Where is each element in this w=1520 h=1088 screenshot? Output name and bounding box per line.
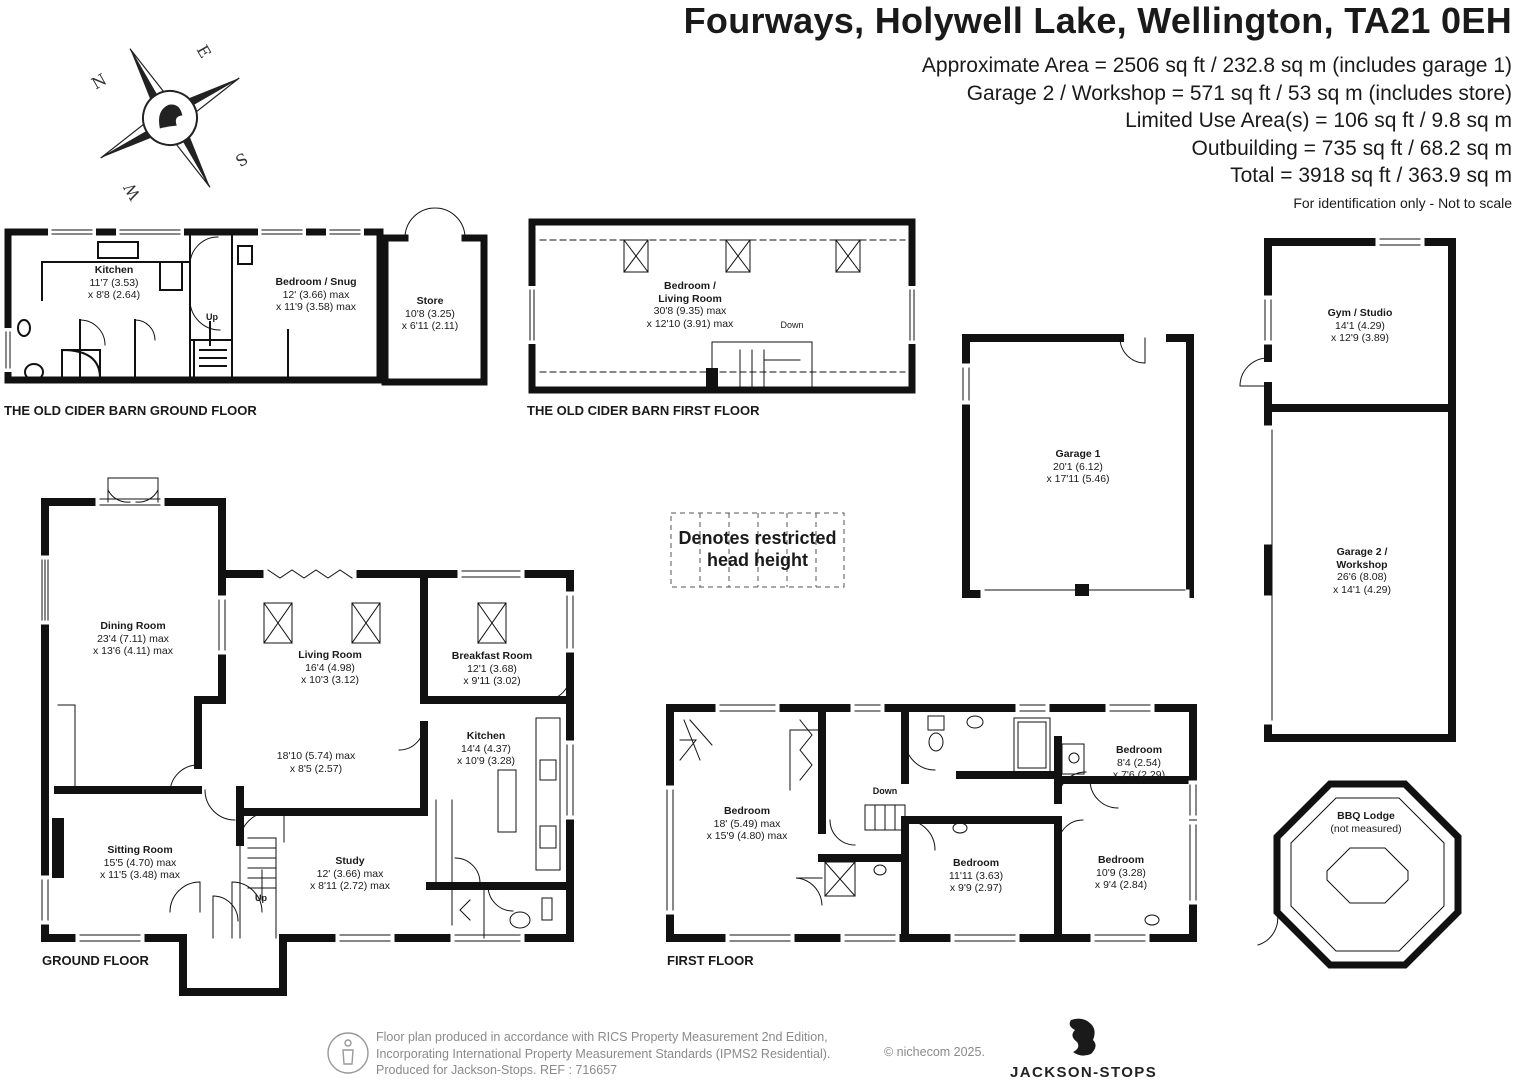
area-line: Total = 3918 sq ft / 363.9 sq m — [1230, 164, 1512, 187]
floor-label-barn-first: THE OLD CIDER BARN FIRST FLOOR — [527, 403, 760, 418]
copyright: © nichecom 2025. — [884, 1045, 985, 1059]
property-title: Fourways, Holywell Lake, Wellington, TA2… — [683, 0, 1512, 41]
area-line: Limited Use Area(s) = 106 sq ft / 9.8 sq… — [1125, 109, 1512, 132]
floor-label-first: FIRST FLOOR — [667, 953, 754, 968]
first-floor-windows — [665, 703, 1198, 943]
stair-label-first-down: Down — [872, 786, 898, 796]
area-line: Approximate Area = 2506 sq ft / 232.8 sq… — [921, 54, 1512, 77]
person-icon — [327, 1032, 369, 1074]
jackson-stops-logo — [1069, 1018, 1096, 1056]
floor-label-barn-ground: THE OLD CIDER BARN GROUND FLOOR — [4, 403, 257, 418]
room-bbq-lodge: BBQ Lodge(not measured) — [1330, 810, 1402, 835]
stair-label-up: Up — [206, 312, 218, 322]
area-line: Garage 2 / Workshop = 571 sq ft / 53 sq … — [966, 81, 1512, 105]
footer-notes: Floor plan produced in accordance with R… — [376, 1030, 831, 1077]
scale-disclaimer: For identification only - Not to scale — [1293, 195, 1512, 211]
bbq-lodge-walls — [1273, 780, 1462, 969]
brand-name: JACKSON-STOPS — [1010, 1064, 1158, 1081]
compass-rose — [100, 48, 240, 188]
barn-ground-windows — [4, 228, 364, 372]
restricted-legend-box — [670, 512, 845, 588]
area-summary: Approximate Area = 2506 sq ft / 232.8 sq… — [922, 52, 1512, 190]
restricted-height-note: Denotes restricted head height — [678, 528, 837, 570]
area-line: Outbuilding = 735 sq ft / 68.2 sq m — [1191, 136, 1512, 160]
floor-label-ground: GROUND FLOOR — [42, 953, 149, 968]
stair-label-down: Down — [780, 320, 804, 330]
stair-label-ground-up: Up — [255, 893, 267, 903]
